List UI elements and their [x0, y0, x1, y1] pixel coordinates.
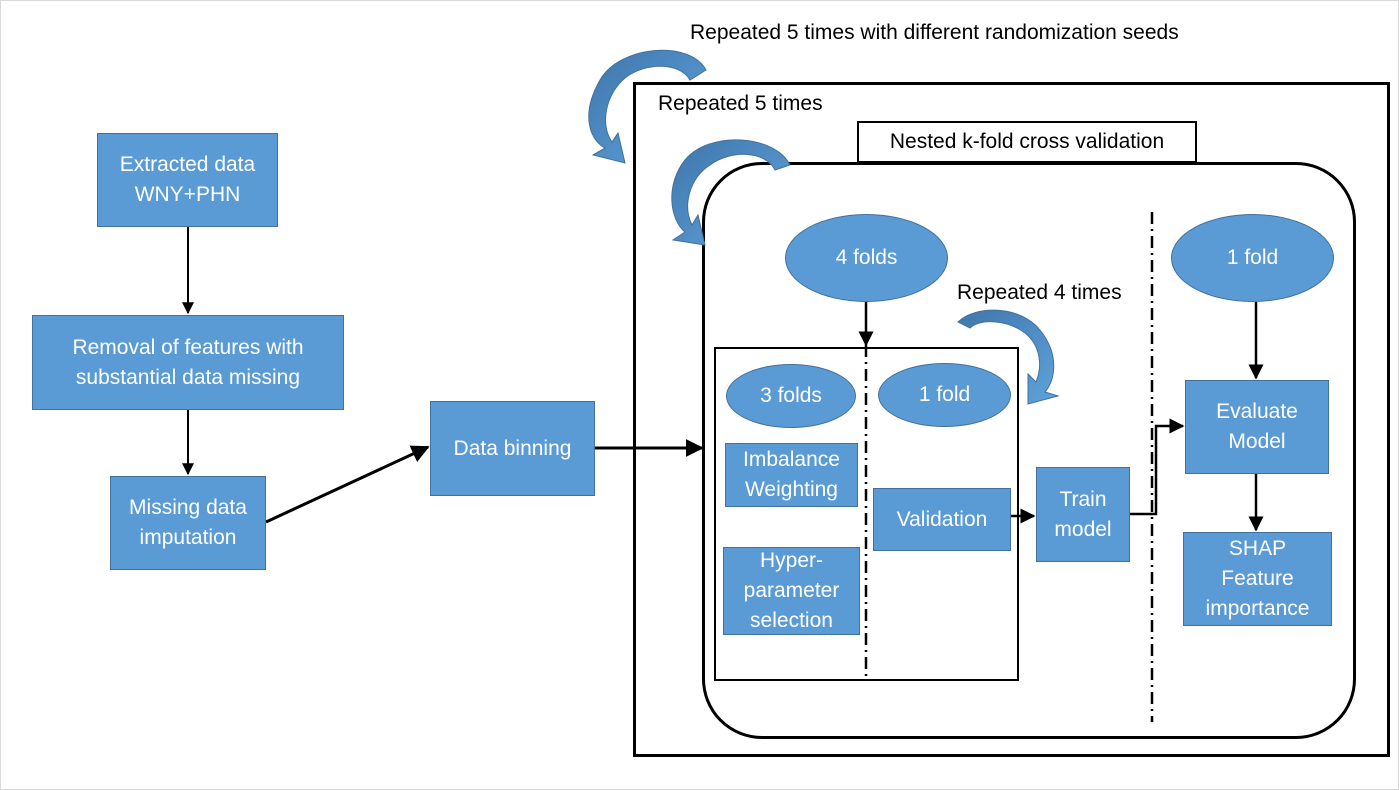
hyperparameter-selection-box: Hyper- parameter selection	[723, 547, 860, 635]
evaluate-model-box: Evaluate Model	[1185, 380, 1329, 474]
train-model-box: Train model	[1036, 467, 1130, 562]
four-folds-oval: 4 folds	[785, 214, 948, 302]
nested-cv-label: Nested k-fold cross validation	[857, 121, 1197, 163]
missing-imputation-box: Missing data imputation	[110, 476, 266, 570]
curved-arrow-repeat-four	[957, 309, 1060, 405]
feature-removal-box: Removal of features with substantial dat…	[32, 315, 344, 410]
repeat-seeds-label: Repeated 5 times with different randomiz…	[690, 21, 1179, 44]
arrow-train-to-evaluate	[1130, 418, 1185, 516]
curved-arrow-outer-repeat	[588, 49, 707, 164]
one-fold-test-oval: 1 fold	[1171, 214, 1334, 302]
validation-box: Validation	[873, 488, 1011, 551]
arrow-missing-to-binning	[265, 445, 430, 524]
repeat-five-label: Repeated 5 times	[658, 92, 823, 115]
data-binning-box: Data binning	[430, 401, 595, 496]
one-fold-validation-oval: 1 fold	[878, 363, 1011, 427]
three-folds-oval: 3 folds	[726, 364, 856, 428]
curved-arrow-inner-repeat	[671, 139, 791, 246]
repeat-four-label: Repeated 4 times	[957, 281, 1122, 304]
imbalance-weighting-box: Imbalance Weighting	[725, 443, 858, 507]
shap-importance-box: SHAP Feature importance	[1183, 532, 1332, 626]
extracted-data-box: Extracted data WNY+PHN	[97, 133, 278, 227]
outer-repeat-container	[633, 82, 1390, 757]
